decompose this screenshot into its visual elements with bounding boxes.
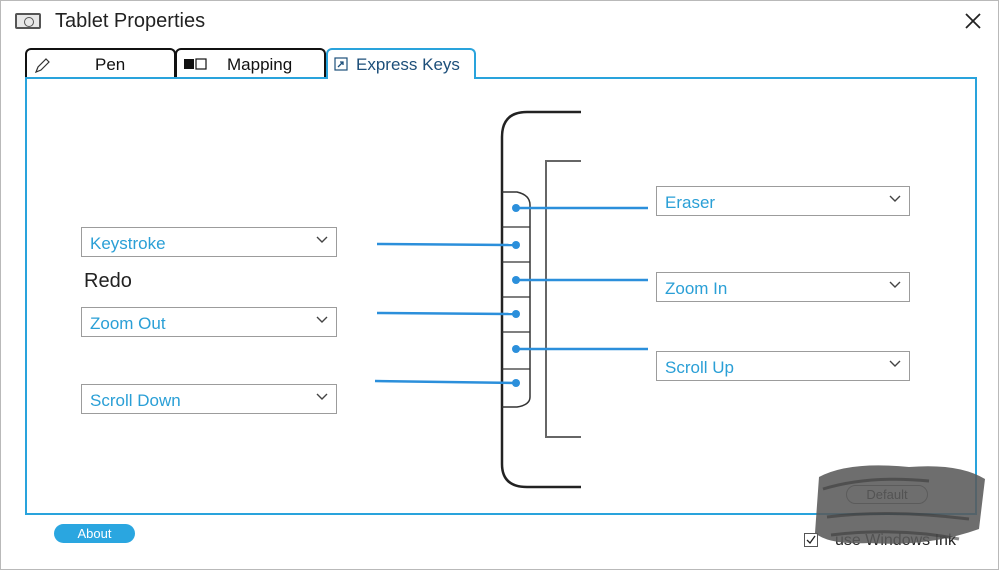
express-keys-panel: Keystroke Redo Zoom Out Scroll Down Eras…	[25, 77, 977, 515]
left-key3-value: Scroll Down	[90, 391, 181, 410]
right-key1-value: Eraser	[665, 193, 716, 212]
express-keys-icon	[334, 57, 348, 71]
tab-mapping-label: Mapping	[227, 55, 293, 74]
right-key3-value: Scroll Up	[665, 358, 734, 377]
chevron-down-icon	[316, 316, 328, 323]
connector-scroll-down	[374, 379, 517, 385]
chevron-down-icon	[316, 393, 328, 400]
tab-express-keys[interactable]: Express Keys	[326, 48, 476, 79]
use-windows-ink-checkbox[interactable]	[804, 533, 818, 547]
right-key1-dropdown[interactable]: Eraser	[656, 186, 910, 216]
tablet-app-icon	[15, 13, 41, 29]
tablet-outline	[500, 110, 581, 489]
chevron-down-icon	[889, 360, 901, 367]
right-key2-value: Zoom In	[665, 279, 728, 298]
express-key-strip	[502, 191, 531, 408]
key-dot-1	[512, 204, 520, 212]
tab-express-keys-label: Express Keys	[356, 55, 460, 74]
tablet-screen	[545, 160, 581, 438]
left-key2-value: Zoom Out	[90, 314, 166, 333]
tablet-diagram	[374, 110, 648, 489]
chevron-down-icon	[316, 236, 328, 243]
tab-pen[interactable]: Pen	[25, 48, 176, 78]
connector-keystroke	[376, 242, 517, 247]
connector-zoom-out	[376, 311, 517, 316]
use-windows-ink-label: use Windows Ink	[835, 532, 956, 549]
right-key2-dropdown[interactable]: Zoom In	[656, 272, 910, 302]
key-dot-3	[512, 276, 520, 284]
default-button[interactable]: Default	[846, 485, 928, 504]
tab-mapping[interactable]: Mapping	[175, 48, 326, 78]
key-dot-4	[512, 310, 520, 318]
left-key3-dropdown[interactable]: Scroll Down	[81, 384, 337, 414]
mapping-icon	[184, 58, 207, 70]
left-key2-dropdown[interactable]: Zoom Out	[81, 307, 337, 337]
tab-pen-label: Pen	[95, 55, 126, 74]
close-icon	[965, 13, 981, 29]
right-key3-dropdown[interactable]: Scroll Up	[656, 351, 910, 381]
key-dot-6	[512, 379, 520, 387]
title-bar: Tablet Properties	[1, 1, 998, 41]
close-button[interactable]	[962, 11, 984, 33]
chevron-down-icon	[889, 281, 901, 288]
key-dot-5	[512, 345, 520, 353]
left-key1-value: Keystroke	[90, 234, 166, 253]
pen-icon	[34, 58, 50, 74]
window-title: Tablet Properties	[55, 10, 206, 32]
key-dot-2	[512, 241, 520, 249]
about-button[interactable]: About	[54, 524, 135, 543]
left-key1-keystroke-text: Redo	[84, 270, 132, 292]
checkmark-icon	[806, 535, 816, 545]
chevron-down-icon	[889, 195, 901, 202]
left-key1-dropdown[interactable]: Keystroke	[81, 227, 337, 257]
